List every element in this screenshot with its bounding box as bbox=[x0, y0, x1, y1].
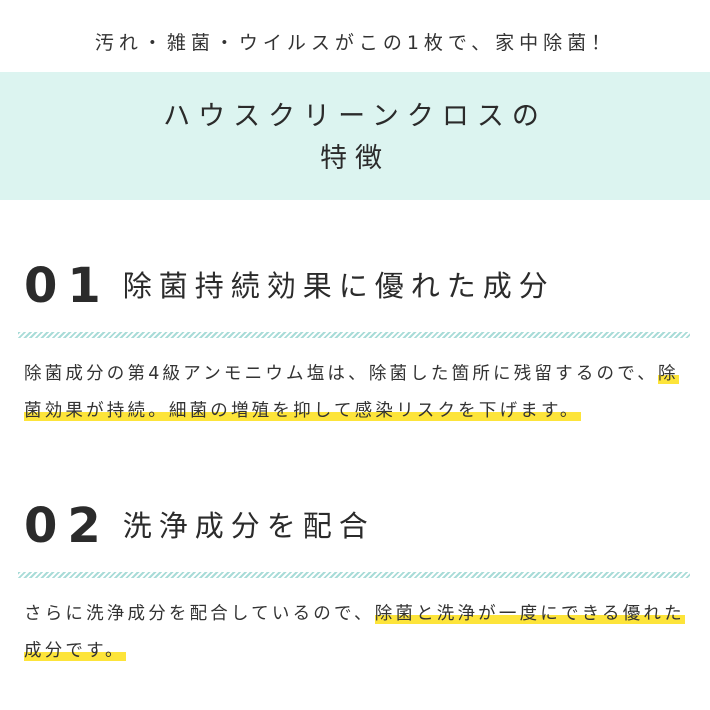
section-title: 洗浄成分を配合 bbox=[122, 509, 375, 543]
banner-title-line2: 特徴 bbox=[320, 143, 390, 174]
section-number: 02 bbox=[24, 498, 111, 554]
section-heading: 02 洗浄成分を配合 bbox=[24, 496, 694, 556]
banner-title-line1: ハウスクリーンクロスの bbox=[163, 101, 547, 132]
section-body: さらに洗浄成分を配合しているので、除菌と洗浄が一度にできる優れた成分です。 bbox=[24, 596, 694, 670]
section-heading: 01 除菌持続効果に優れた成分 bbox=[24, 256, 694, 316]
body-text: さらに洗浄成分を配合しているので、 bbox=[24, 604, 375, 624]
feature-section-02: 02 洗浄成分を配合 さらに洗浄成分を配合しているので、除菌と洗浄が一度にできる… bbox=[18, 496, 694, 670]
section-divider bbox=[18, 572, 690, 578]
section-title: 除菌持続効果に優れた成分 bbox=[122, 269, 555, 303]
body-text: 除菌成分の第4級アンモニウム塩は、除菌した箇所に残留するので、 bbox=[24, 364, 658, 384]
section-divider bbox=[18, 332, 690, 338]
feature-banner: ハウスクリーンクロスの 特徴 bbox=[0, 72, 710, 200]
section-number: 01 bbox=[24, 258, 111, 314]
tagline: 汚れ・雑菌・ウイルスがこの1枚で、家中除菌！ bbox=[94, 32, 616, 54]
feature-section-01: 01 除菌持続効果に優れた成分 除菌成分の第4級アンモニウム塩は、除菌した箇所に… bbox=[18, 256, 694, 430]
section-body: 除菌成分の第4級アンモニウム塩は、除菌した箇所に残留するので、除菌効果が持続。細… bbox=[24, 356, 694, 430]
